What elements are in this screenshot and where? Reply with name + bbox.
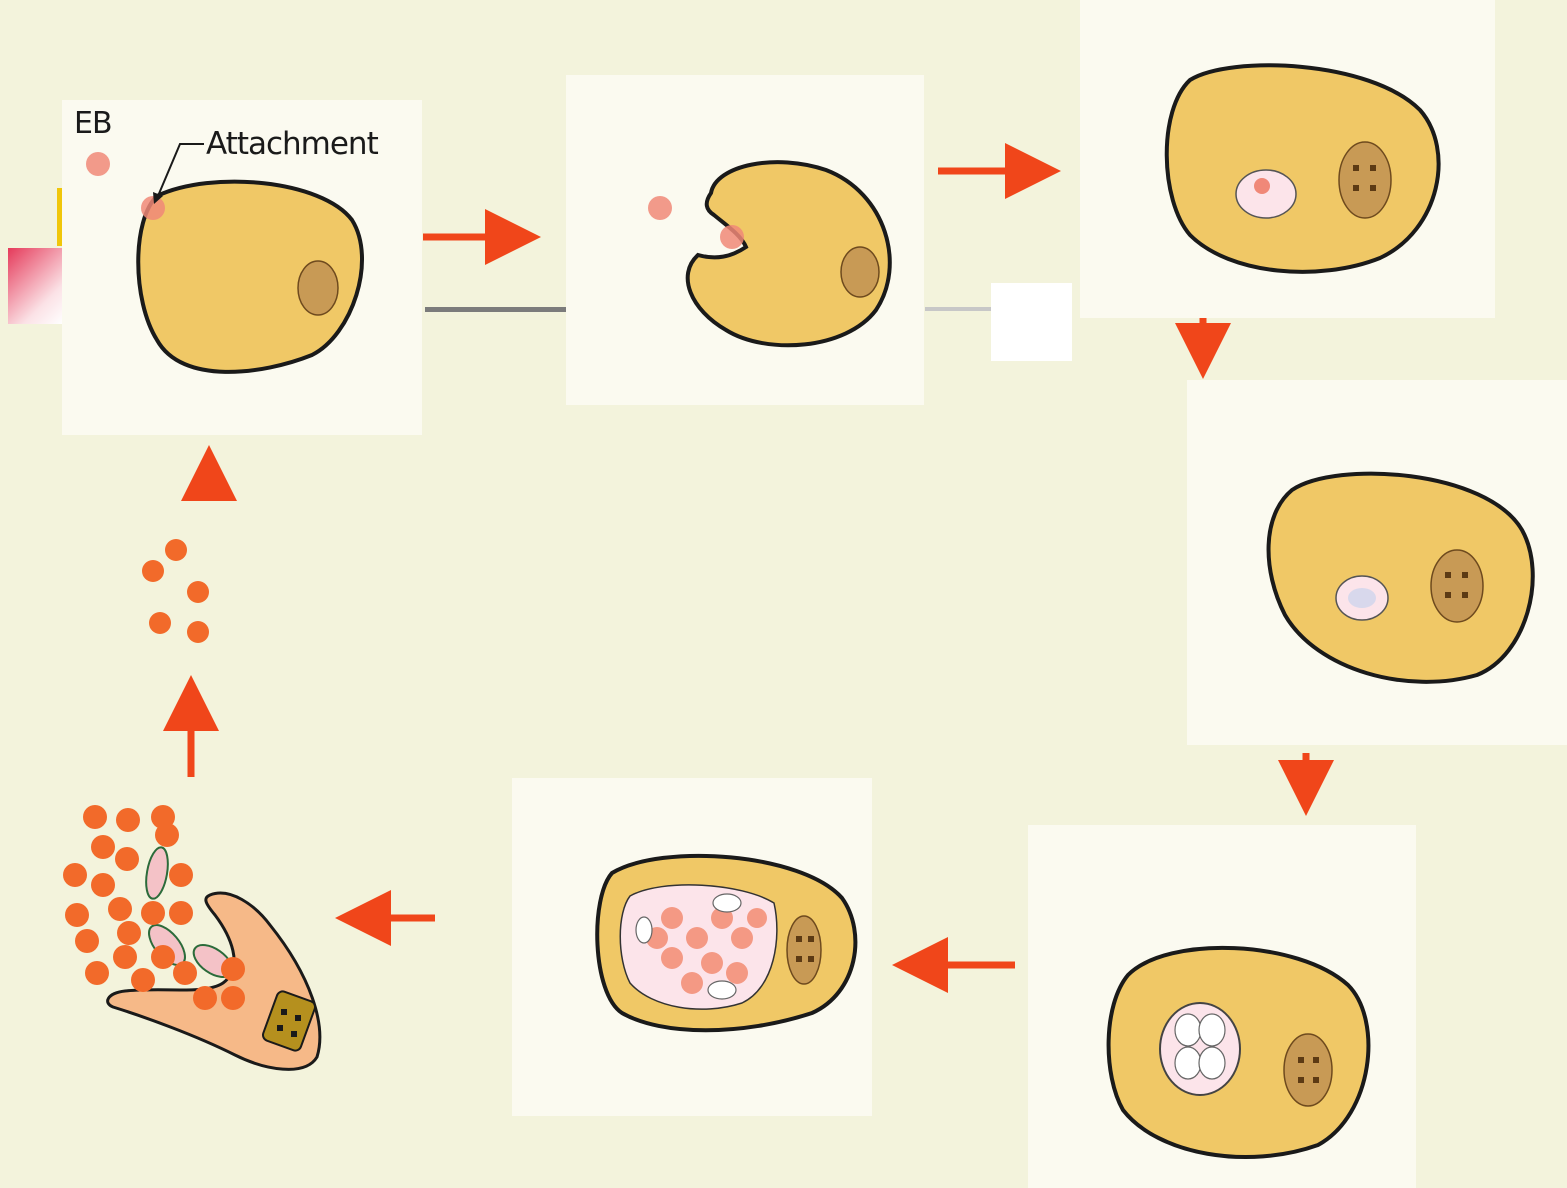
cycle-arrows xyxy=(0,0,1567,1188)
